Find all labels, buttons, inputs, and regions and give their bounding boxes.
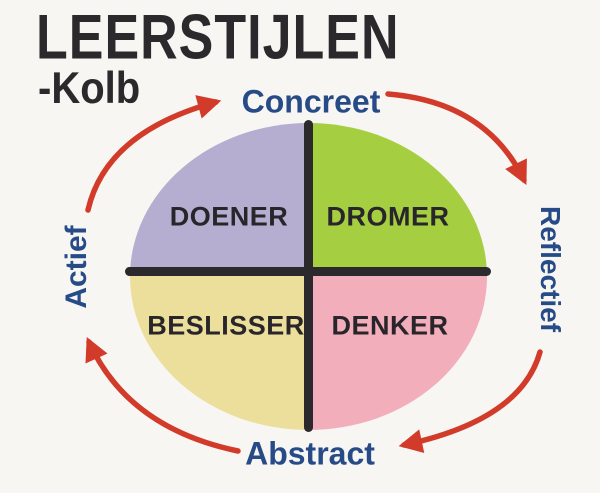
quadrant-beslisser-area: [130, 271, 309, 430]
cycle-label-concreet: Concreet: [241, 83, 381, 120]
quadrant-doener-area: [130, 123, 309, 272]
page-title: LEERSTIJLEN: [36, 2, 400, 74]
cycle-label-actief: Actief: [60, 225, 93, 309]
quadrant-label-doener: DOENER: [169, 201, 289, 232]
cycle-label-abstract: Abstract: [245, 435, 375, 472]
cycle-label-reflectief: Reflectief: [535, 205, 566, 333]
quadrant-label-denker: DENKER: [331, 310, 449, 341]
quadrant-denker-area: [308, 271, 487, 430]
quadrant-label-beslisser: BESLISSER: [147, 310, 305, 341]
quadrant-label-dromer: DROMER: [326, 201, 450, 232]
vertical-divider-line: [304, 120, 313, 432]
quadrant-dromer-area: [308, 123, 487, 272]
page-subtitle-author: -Kolb: [38, 63, 141, 114]
